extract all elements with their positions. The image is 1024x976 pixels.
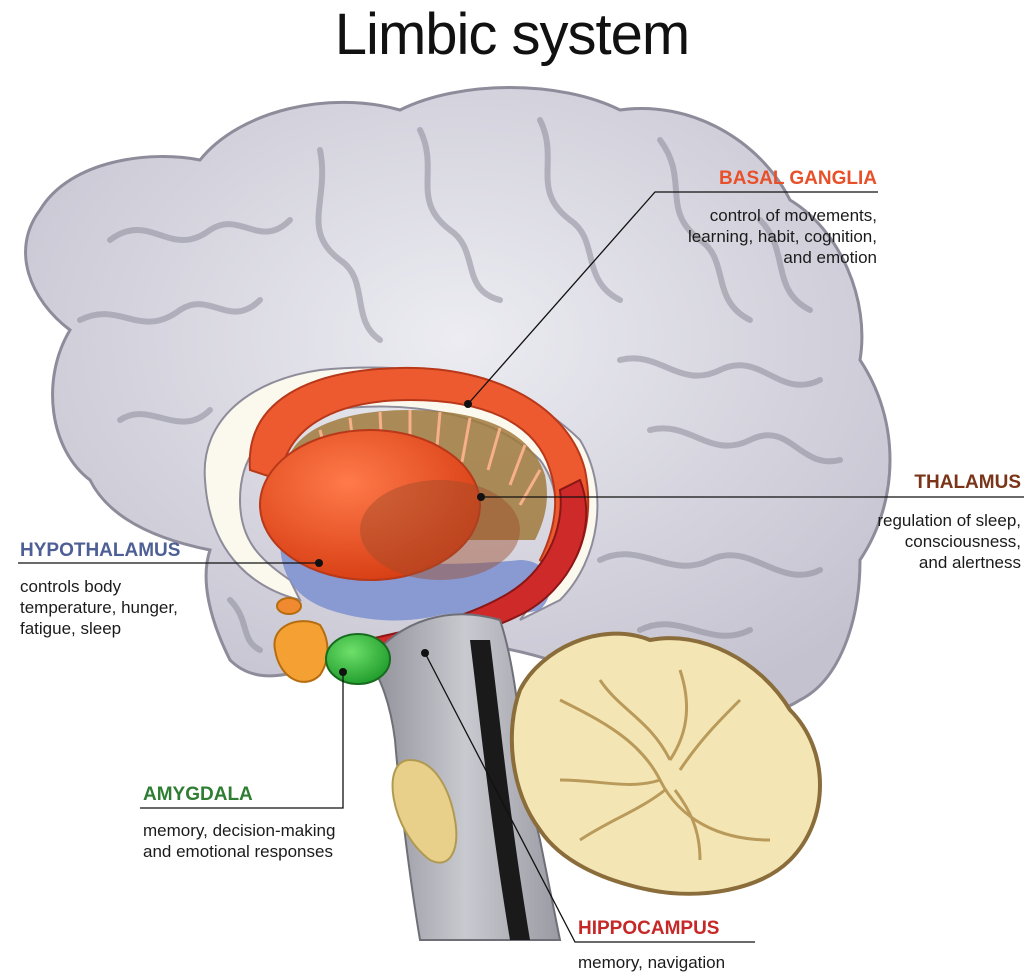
label-thalamus-desc: regulation of sleep, consciousness, and … [877, 511, 1021, 572]
pons [391, 758, 458, 864]
label-hippocampus-desc: memory, navigation [578, 953, 726, 972]
label-hypothalamus-desc: controls body temperature, hunger, fatig… [20, 577, 178, 638]
label-thalamus-title: THALAMUS [914, 472, 1021, 493]
label-basal-ganglia-desc: control of movements, learning, habit, c… [687, 206, 877, 267]
label-amygdala-title: AMYGDALA [143, 784, 253, 805]
thalamus-shadow [360, 480, 520, 580]
mammillary-body [276, 597, 302, 615]
label-basal-ganglia-title: BASAL GANGLIA [719, 168, 877, 189]
leader-lines [18, 191, 1024, 943]
label-hypothalamus-title: HYPOTHALAMUS [20, 540, 181, 561]
diagram-title: Limbic system [334, 2, 690, 67]
amygdala [325, 633, 391, 685]
fourth-ventricle [470, 640, 530, 940]
label-amygdala-desc: memory, decision-making and emotional re… [143, 821, 336, 861]
brain-gyri [77, 117, 843, 653]
label-hippocampus-title: HIPPOCAMPUS [578, 918, 720, 939]
thalamus [259, 429, 481, 581]
cerebellum-arbor [559, 669, 771, 861]
cerebellum [509, 631, 822, 896]
leader-dots [315, 400, 485, 676]
